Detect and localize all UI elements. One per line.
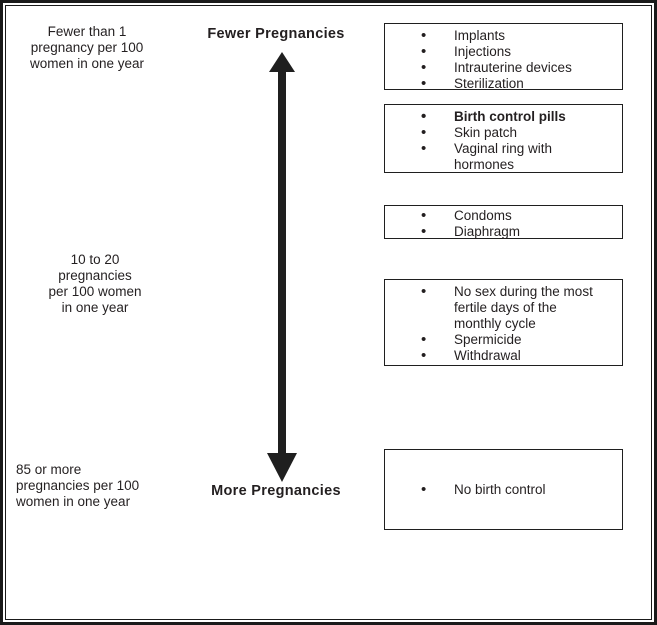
method-list: No sex during the most fertile days of t… <box>385 280 622 364</box>
method-list: Birth control pills Skin patch Vaginal r… <box>385 105 622 173</box>
label-fewer-pregnancies: Fewer Pregnancies <box>207 26 345 42</box>
list-item: No sex during the most fertile days of t… <box>385 284 618 332</box>
label-high-pregnancy-rate: 85 or more pregnancies per 100 women in … <box>16 462 140 509</box>
label-fewest-pregnancy-rate: Fewer than 1 pregnancy per 100 women in … <box>29 24 145 71</box>
list-item: Diaphragm <box>385 224 618 240</box>
list-item: Condoms <box>385 208 618 224</box>
list-item: Vaginal ring with hormones <box>385 141 618 173</box>
method-list: Implants Injections Intrauterine devices… <box>385 24 622 92</box>
box-most-effective-methods: Implants Injections Intrauterine devices… <box>384 23 623 92</box>
list-item: Sterilization <box>385 76 618 92</box>
list-item: Spermicide <box>385 332 618 348</box>
method-list: No birth control <box>385 482 622 498</box>
list-item: Birth control pills <box>385 109 618 125</box>
arrow-shaft <box>278 69 286 467</box>
effectiveness-axis-arrow <box>267 52 297 482</box>
list-item: Injections <box>385 44 618 60</box>
arrow-down-icon <box>267 453 297 482</box>
arrow-up-icon <box>269 52 295 72</box>
list-item: No birth control <box>385 482 618 498</box>
list-item: Implants <box>385 28 618 44</box>
list-item: Skin patch <box>385 125 618 141</box>
label-mid-pregnancy-rate: 10 to 20 pregnancies per 100 women in on… <box>48 252 142 315</box>
box-behavioral-methods: No sex during the most fertile days of t… <box>384 279 623 366</box>
list-item: Withdrawal <box>385 348 618 364</box>
list-item: Intrauterine devices <box>385 60 618 76</box>
box-barrier-methods: Condoms Diaphragm <box>384 205 623 240</box>
label-more-pregnancies: More Pregnancies <box>211 483 341 499</box>
method-list: Condoms Diaphragm <box>385 206 622 240</box>
box-hormonal-methods: Birth control pills Skin patch Vaginal r… <box>384 104 623 173</box>
box-no-method: No birth control <box>384 449 623 530</box>
